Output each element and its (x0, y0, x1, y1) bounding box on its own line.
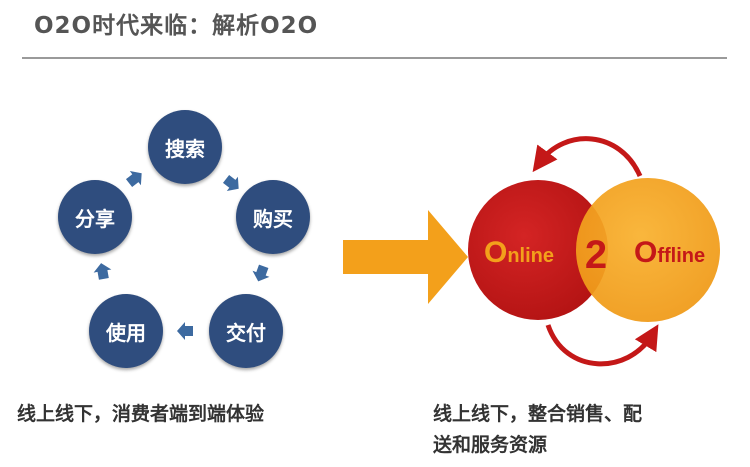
title-divider (22, 57, 727, 59)
connector-2: 2 (585, 233, 607, 277)
node-use: 使用 (89, 294, 163, 368)
node-use-label: 使用 (106, 320, 146, 345)
node-buy-label: 购买 (253, 206, 293, 231)
online-initial: O (484, 236, 507, 269)
page-title: O2O时代来临：解析O2O (34, 13, 319, 39)
node-share: 分享 (58, 180, 132, 254)
arrow-search-to-buy (222, 174, 239, 191)
node-search: 搜索 (148, 110, 222, 184)
online-label: Online (484, 236, 554, 269)
big-right-arrow (343, 210, 468, 304)
loop-arrow-top (532, 136, 643, 178)
loop-arrow-bottom (545, 324, 659, 367)
offline-rest: ffline (657, 245, 705, 267)
caption-left: 线上线下，消费者端到端体验 (17, 403, 265, 425)
online-circle (468, 180, 608, 320)
caption-right-line1: 线上线下，整合销售、配 (433, 403, 643, 425)
node-search-label: 搜索 (165, 136, 205, 161)
offline-label: Offline (634, 236, 705, 269)
node-share-label: 分享 (75, 206, 115, 231)
arrow-deliver-to-use (177, 322, 193, 340)
caption-right-line2: 送和服务资源 (433, 434, 548, 456)
offline-initial: O (634, 236, 657, 269)
node-buy: 购买 (236, 180, 310, 254)
online-rest: nline (507, 245, 554, 267)
node-deliver-label: 交付 (226, 320, 266, 345)
node-deliver: 交付 (209, 294, 283, 368)
arrow-buy-to-deliver (252, 264, 270, 282)
arrow-use-to-share (93, 263, 112, 280)
arrow-share-to-search (125, 171, 142, 188)
offline-circle (576, 178, 720, 322)
